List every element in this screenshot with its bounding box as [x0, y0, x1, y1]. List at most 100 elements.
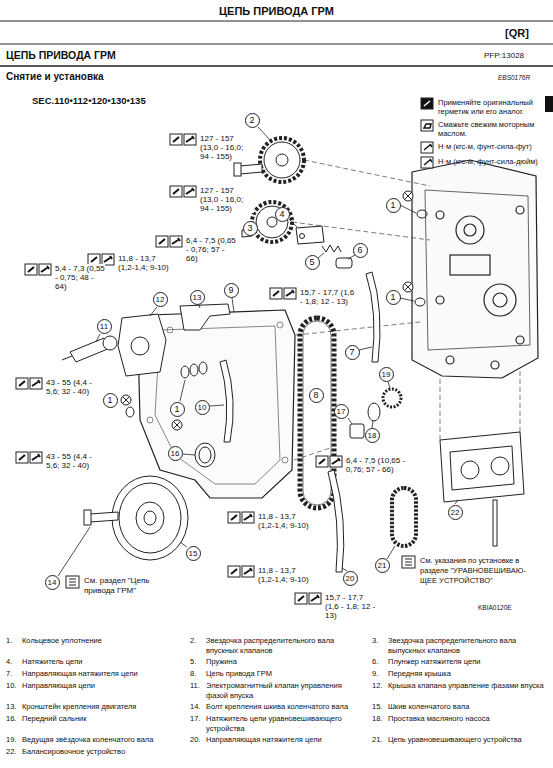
part-name: Кольцевое уплотнение — [22, 636, 180, 646]
part-name: Балансировочное устройство — [22, 747, 180, 757]
balancer-unit — [440, 432, 524, 546]
balancer-tensioner — [350, 424, 364, 438]
part-name: Болт крепления шкива коленчатого вала — [206, 702, 364, 712]
torque-spec: 127 - 157 (13,0 - 16,0; 94 - 155) — [200, 134, 254, 161]
callout-number: 1 — [386, 290, 401, 305]
part-number: 2. — [190, 636, 206, 646]
torque-icon — [309, 593, 321, 604]
torque-icon — [16, 452, 28, 463]
reference-icon — [402, 556, 415, 568]
engine-block — [412, 160, 538, 378]
wrench-glyph — [244, 514, 252, 520]
callout-number: 22 — [448, 505, 463, 520]
legend-glyph — [424, 101, 430, 106]
callout-number: 14 — [45, 575, 60, 590]
part-name: Кронштейн крепления двигателя — [22, 702, 180, 712]
callout-number: 9 — [224, 283, 239, 298]
torque-icon — [270, 288, 282, 299]
header-text: KBIA0120E — [478, 604, 544, 611]
torque-icon — [228, 566, 240, 577]
part-number: 5. — [190, 657, 206, 667]
part-number: 19. — [6, 735, 22, 745]
callout-number: 1 — [170, 402, 185, 417]
solenoid-valve — [62, 336, 117, 362]
part-number: 7. — [6, 669, 22, 679]
torque-spec: 127 - 157 (13,0 - 16,0; 94 - 155) — [200, 186, 254, 213]
part-name: Направляющая натяжителя цепи — [206, 735, 364, 745]
callout-number: 20 — [343, 571, 358, 586]
callout-number: 19 — [379, 367, 394, 382]
part-number: 9. — [372, 669, 388, 679]
page-title: ЦЕПЬ ПРИВОДА ГРМ — [0, 5, 553, 18]
part-number: 22. — [6, 747, 22, 757]
legend-icon — [421, 98, 433, 168]
reference-glyph — [405, 559, 412, 565]
part-name: Шкив коленчатого вала — [388, 702, 546, 712]
timing-chain — [300, 318, 334, 508]
wrench-glyph — [173, 137, 179, 142]
torque-icon — [242, 566, 254, 577]
leader-line — [58, 127, 458, 576]
wrench-glyph — [311, 595, 319, 601]
legend-symbol — [421, 142, 433, 153]
torque-spec: 43 - 55 (4,4 - 5,6; 32 - 40) — [46, 452, 96, 470]
callout-number: 11 — [97, 319, 112, 334]
wrench-glyph — [298, 596, 304, 601]
wrench-glyph — [91, 257, 97, 262]
wrench-glyph — [286, 290, 294, 296]
torque-icon — [30, 452, 42, 463]
wrench-glyph — [186, 136, 194, 142]
part-number: 11. — [190, 681, 206, 691]
part-name: Плунжер натяжителя цепи — [388, 657, 546, 667]
callout-number: 1 — [386, 198, 401, 213]
note-text: См. раздел "Цепь привода ГРМ" — [84, 576, 166, 596]
rule-line — [0, 21, 553, 22]
wrench-glyph — [231, 515, 237, 520]
wrench-glyph — [173, 189, 179, 194]
legend-symbol — [421, 120, 433, 131]
header-text: SEC.110•112•120•130•135 — [32, 96, 252, 107]
part-number: 12. — [372, 681, 388, 691]
legend-glyph — [424, 124, 431, 128]
torque-icon — [170, 134, 182, 145]
wrench-glyph — [28, 267, 34, 272]
callout-number: 18 — [365, 428, 380, 443]
torque-icon — [316, 456, 328, 467]
part-name: Звездочка распределительного вала выпуск… — [388, 636, 546, 656]
tensioner-guide — [366, 272, 380, 362]
callout-number: 21 — [375, 558, 390, 573]
legend-text: Смажьте свежим моторным маслом. — [438, 120, 546, 138]
o-ring — [126, 210, 427, 417]
valve-cover — [118, 314, 166, 376]
callout-number: 16 — [168, 446, 183, 461]
camshaft-sprocket — [252, 138, 304, 242]
part-number: 8. — [190, 669, 206, 679]
legend-glyph — [424, 144, 432, 150]
wrench-glyph — [104, 256, 112, 262]
wrench-glyph — [273, 291, 279, 296]
alignment-line — [292, 160, 520, 460]
legend-text: Н·м (кгс-м, фунт-сила-дюйм) — [438, 157, 546, 166]
wrench-glyph — [186, 188, 194, 194]
oil-pump-spacer — [368, 403, 380, 421]
torque-icon — [242, 512, 254, 523]
reference-glyph — [69, 579, 76, 585]
part-name: Натяжитель цепи — [22, 657, 180, 667]
legend-symbol — [421, 98, 433, 109]
torque-spec: 15,7 - 17,7 (1,6 - 1,8; 12 - 13) — [325, 593, 379, 620]
spec-icon — [16, 134, 415, 604]
torque-spec: 11,8 - 13,7 (1,2-1,4; 9-10) — [258, 566, 310, 584]
torque-icon — [170, 186, 182, 197]
wrench-glyph — [172, 238, 180, 244]
legend-symbol — [421, 157, 433, 168]
torque-spec: 5,4 - 7,3 (0,55 - 0,75; 48 - 64) — [55, 264, 105, 291]
torque-spec: 6,4 - 7,5 (0,65 - 0,76; 57 - 66) — [186, 236, 238, 263]
legend-text: Применяйте оригинальный герметик или его… — [438, 98, 546, 116]
tensioner-guide — [328, 470, 344, 572]
wrench-glyph — [244, 568, 252, 574]
wrench-glyph — [159, 239, 165, 244]
front-seal — [195, 443, 215, 467]
rule-line — [0, 65, 553, 67]
wrench-glyph — [319, 459, 325, 464]
torque-icon — [295, 593, 307, 604]
